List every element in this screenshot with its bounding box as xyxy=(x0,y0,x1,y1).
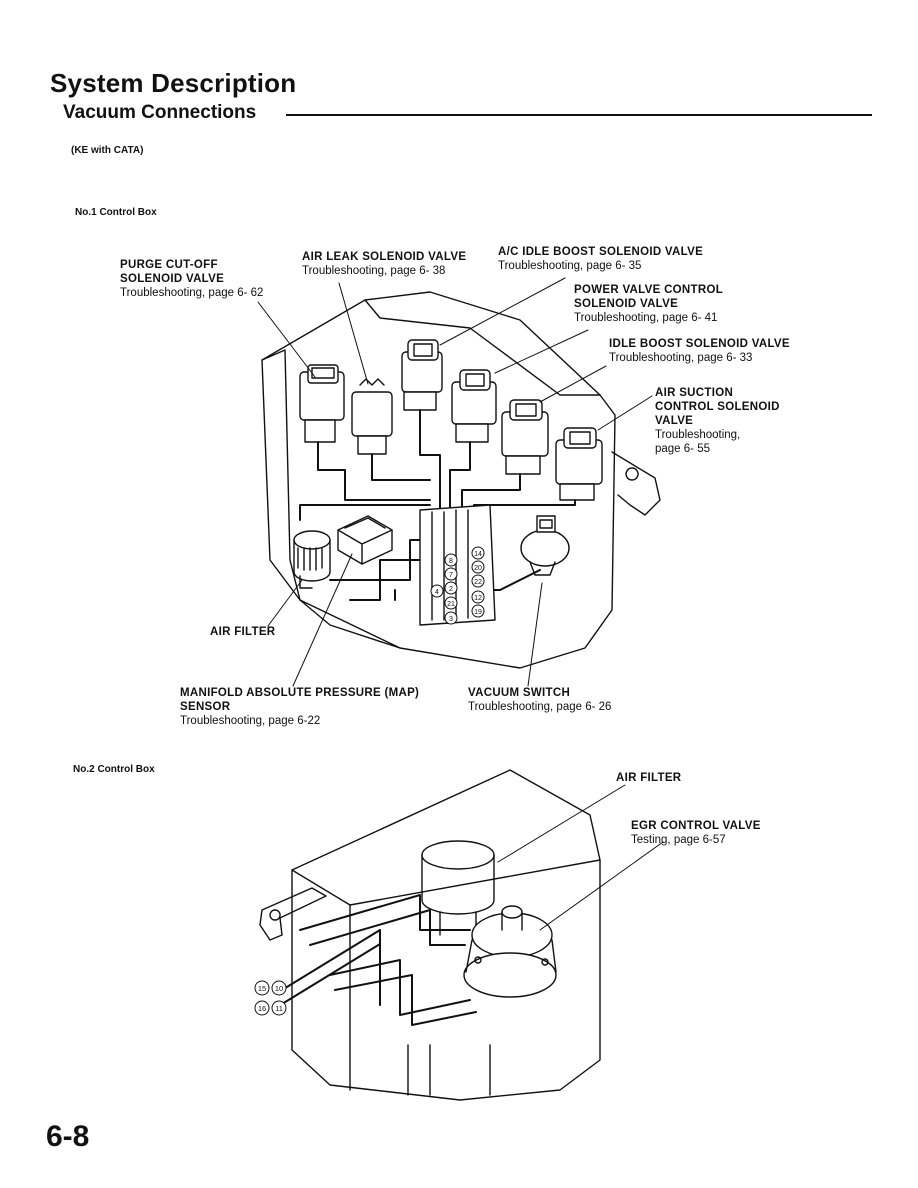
section-subtitle: Vacuum Connections xyxy=(63,102,257,123)
port-circles-1: 14 8 20 7 22 2 4 21 12 3 19 xyxy=(430,546,485,625)
vacuum-hoses-2 xyxy=(281,894,477,1026)
port-circle-7 xyxy=(444,567,458,581)
label-air-suction: AIR SUCTION CONTROL SOLENOID VALVE Troub… xyxy=(655,387,780,455)
port-circle-2 xyxy=(444,581,458,595)
port2-num-1: 10 xyxy=(275,984,283,993)
port-num-7: 21 xyxy=(447,601,455,608)
port-num-0: 14 xyxy=(474,551,482,558)
page-number: 6-8 xyxy=(46,1120,90,1153)
port-circle-15 xyxy=(254,980,270,996)
map-sensor xyxy=(337,515,393,565)
leader-lines-1 xyxy=(257,277,653,687)
port-num-3: 7 xyxy=(449,572,453,579)
port-circle-11 xyxy=(271,1000,287,1016)
label-purge-cutoff: PURGE CUT-OFF SOLENOID VALVE Troubleshoo… xyxy=(120,259,264,299)
port-circle-4 xyxy=(430,584,444,598)
label-egr-valve: EGR CONTROL VALVE Testing, page 6-57 xyxy=(631,820,761,846)
variant-label: (KE with CATA) xyxy=(71,145,144,156)
port-num-6: 4 xyxy=(435,589,439,596)
air-filter-1 xyxy=(293,530,331,589)
port-circle-20 xyxy=(471,560,485,574)
port-num-1: 8 xyxy=(449,558,453,565)
label-map-sensor: MANIFOLD ABSOLUTE PRESSURE (MAP) SENSOR … xyxy=(180,687,420,727)
box1-housing xyxy=(261,291,661,669)
port-num-9: 3 xyxy=(449,616,453,623)
port2-num-3: 11 xyxy=(275,1004,283,1013)
label-air-filter-2: AIR FILTER xyxy=(616,772,682,784)
port-num-5: 2 xyxy=(449,586,453,593)
label-idle-boost: IDLE BOOST SOLENOID VALVE Troubleshootin… xyxy=(609,338,790,364)
box2-housing xyxy=(259,769,601,1101)
port-circle-16 xyxy=(254,1000,270,1016)
vacuum-switch xyxy=(520,515,570,576)
label-ac-idle-boost: A/C IDLE BOOST SOLENOID VALVE Troublesho… xyxy=(498,246,704,272)
port-num-2: 20 xyxy=(474,565,482,572)
port-circle-3 xyxy=(444,611,458,625)
box1-title: No.1 Control Box xyxy=(75,207,157,218)
egr-valve xyxy=(463,905,557,998)
title-rule xyxy=(286,114,872,116)
label-vacuum-switch: VACUUM SWITCH Troubleshooting, page 6- 2… xyxy=(468,687,612,713)
leader-lines-2 xyxy=(497,784,664,931)
label-air-filter-1: AIR FILTER xyxy=(210,626,276,638)
port-circle-19 xyxy=(471,604,485,618)
solenoid-valves xyxy=(299,339,603,501)
label-power-valve: POWER VALVE CONTROL SOLENOID VALVE Troub… xyxy=(574,284,724,324)
port-circles-2: 15 10 16 11 xyxy=(254,980,287,1016)
port-num-8: 12 xyxy=(474,595,482,602)
box2-title: No.2 Control Box xyxy=(73,764,155,775)
label-air-leak: AIR LEAK SOLENOID VALVE Troubleshooting,… xyxy=(302,251,467,277)
port-circle-22 xyxy=(471,574,485,588)
port2-num-0: 15 xyxy=(258,984,266,993)
port-circle-10 xyxy=(271,980,287,996)
port-circle-8 xyxy=(444,553,458,567)
page-title: System Description xyxy=(50,68,297,98)
port-circle-12 xyxy=(471,590,485,604)
port-num-10: 19 xyxy=(474,609,482,616)
port-circle-21 xyxy=(444,596,458,610)
port2-num-2: 16 xyxy=(258,1004,266,1013)
port-num-4: 22 xyxy=(474,579,482,586)
port-circle-14 xyxy=(471,546,485,560)
